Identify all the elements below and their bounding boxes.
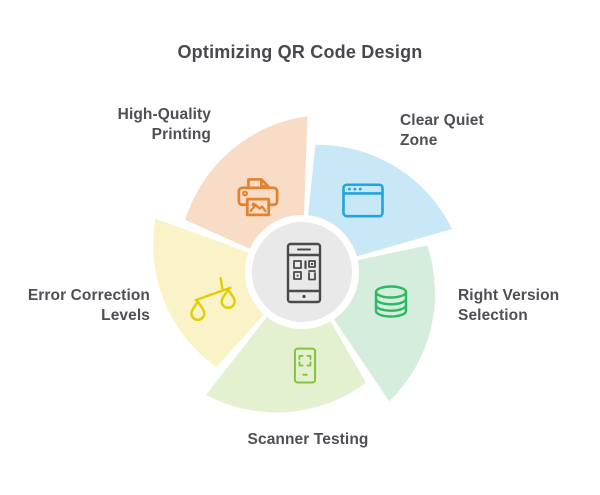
label-line: Right Version bbox=[458, 287, 560, 304]
segment-scanner-testing bbox=[206, 316, 366, 413]
center-circle bbox=[252, 222, 352, 322]
browser-window-icon bbox=[342, 183, 384, 218]
qr-scan-icon bbox=[293, 347, 317, 384]
label-line: Levels bbox=[101, 307, 150, 324]
label-right-version-selection: Right Version Selection bbox=[458, 286, 598, 326]
label-line: Selection bbox=[458, 307, 528, 324]
segment-right-version-selection bbox=[333, 245, 436, 402]
label-line: Error Correction bbox=[27, 287, 150, 304]
label-line: Clear Quiet bbox=[400, 112, 484, 129]
label-clear-quiet-zone: Clear Quiet Zone bbox=[400, 111, 550, 151]
printer-icon bbox=[237, 178, 279, 217]
segment-high-quality-printing bbox=[185, 116, 308, 249]
label-line: Zone bbox=[400, 132, 438, 149]
label-line: Scanner Testing bbox=[247, 431, 369, 448]
label-line: High-Quality bbox=[117, 106, 211, 123]
label-scanner-testing: Scanner Testing bbox=[158, 430, 458, 450]
label-error-correction-levels: Error Correction Levels bbox=[0, 286, 150, 326]
scales-icon bbox=[190, 276, 236, 321]
label-line: Printing bbox=[151, 126, 211, 143]
page-title: Optimizing QR Code Design bbox=[177, 42, 423, 62]
segment-error-correction-levels bbox=[153, 218, 264, 368]
label-high-quality-printing: High-Quality Printing bbox=[51, 105, 211, 145]
database-icon bbox=[374, 285, 408, 318]
smartphone-qr-icon bbox=[286, 242, 322, 304]
segment-clear-quiet-zone bbox=[308, 144, 452, 257]
